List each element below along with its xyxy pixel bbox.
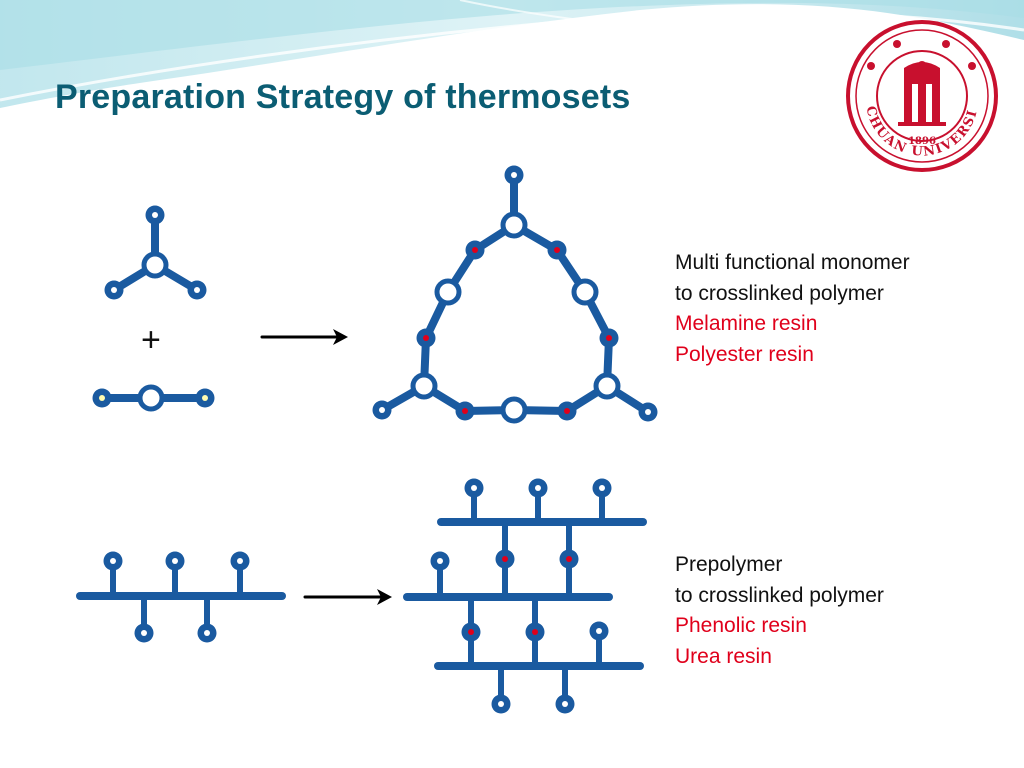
reacted-site-dot bbox=[462, 408, 468, 414]
end-group-dot bbox=[562, 701, 568, 707]
section2-line: Prepolymer bbox=[675, 553, 783, 576]
section1-line: Multi functional monomer bbox=[675, 251, 910, 274]
end-group-dot bbox=[599, 485, 605, 491]
reacted-site-dot bbox=[606, 335, 612, 341]
section2-line: to crosslinked polymer bbox=[675, 583, 884, 607]
end-group-dot bbox=[511, 172, 517, 178]
plus-sign: + bbox=[141, 321, 161, 359]
end-group-dot bbox=[172, 558, 178, 564]
monomer-core-atom bbox=[410, 372, 438, 400]
end-group-dot bbox=[596, 628, 602, 634]
end-group-dot bbox=[379, 407, 385, 413]
reacted-site-dot bbox=[566, 556, 572, 562]
slide-title: Preparation Strategy of thermosets bbox=[55, 78, 631, 116]
end-group-dot bbox=[110, 558, 116, 564]
reacted-site-dot bbox=[532, 629, 538, 635]
section1-line: Polyester resin bbox=[675, 342, 814, 366]
reacted-site-dot bbox=[554, 247, 560, 253]
end-group-dot bbox=[204, 630, 210, 636]
section1-line: Melamine resin bbox=[675, 312, 818, 335]
section2-line: Urea resin bbox=[675, 644, 772, 668]
reacted-site-dot bbox=[502, 556, 508, 562]
section2-line: Phenolic resin bbox=[675, 614, 807, 637]
reacted-site-dot bbox=[472, 247, 478, 253]
arrow-heads bbox=[333, 329, 392, 605]
seal-year: 1896 bbox=[908, 136, 936, 147]
end-group-dot bbox=[437, 558, 443, 564]
monomer-core-atom bbox=[137, 384, 165, 412]
reacted-site-dot bbox=[468, 629, 474, 635]
end-group-dot bbox=[111, 287, 117, 293]
atoms bbox=[92, 165, 658, 714]
monomer-core-atom bbox=[593, 372, 621, 400]
end-group-dot bbox=[535, 485, 541, 491]
end-group-dot bbox=[471, 485, 477, 491]
monomer-core-atom bbox=[500, 396, 528, 424]
monomer-core-atom bbox=[500, 211, 528, 239]
end-group-dot bbox=[99, 395, 105, 401]
end-group-dot bbox=[152, 212, 158, 218]
section1-description: Multi functional monomer to crosslinked p… bbox=[675, 248, 910, 370]
monomer-core-atom bbox=[434, 278, 462, 306]
end-group-dot bbox=[141, 630, 147, 636]
monomer-core-atom bbox=[141, 251, 169, 279]
end-group-dot bbox=[202, 395, 208, 401]
reacted-site-dot bbox=[423, 335, 429, 341]
end-group-dot bbox=[237, 558, 243, 564]
section1-line: to crosslinked polymer bbox=[675, 281, 884, 305]
end-group-dot bbox=[498, 701, 504, 707]
end-group-dot bbox=[194, 287, 200, 293]
monomer-core-atom bbox=[571, 278, 599, 306]
end-group-dot bbox=[645, 409, 651, 415]
reacted-site-dot bbox=[564, 408, 570, 414]
